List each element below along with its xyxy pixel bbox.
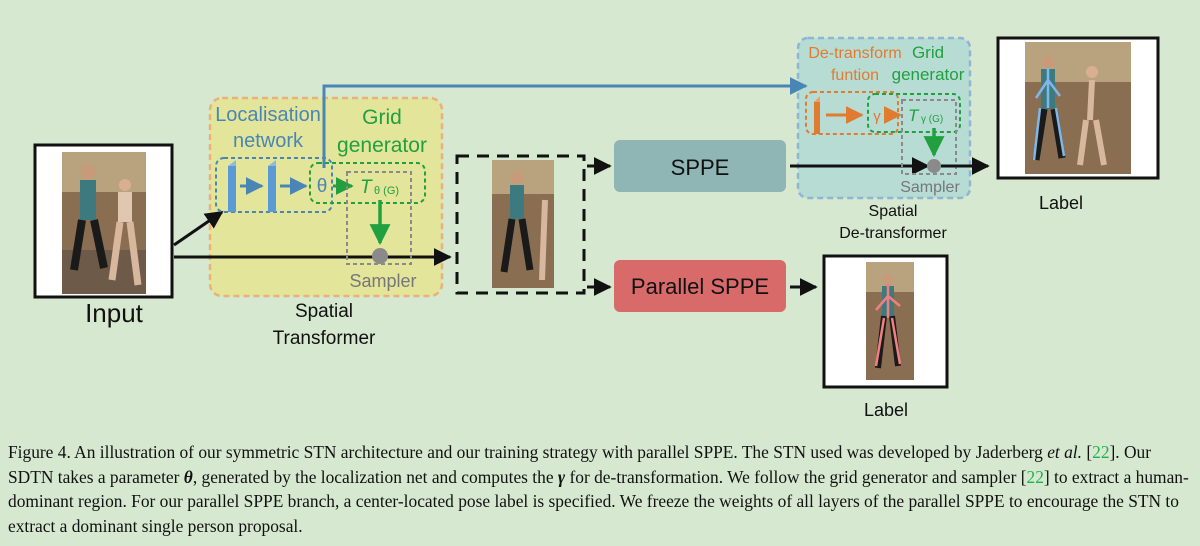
localisation-label-line1: Localisation <box>215 104 321 126</box>
sdt-sampler-dot <box>927 159 941 173</box>
architecture-diagram: Input Localisation network Grid generato… <box>33 36 1160 420</box>
sdt-title-line2: De-transformer <box>839 225 947 242</box>
t-theta-main: T <box>360 177 373 198</box>
bottom-label-image <box>866 262 914 380</box>
figure-caption: Figure 4. An illustration of our symmetr… <box>8 440 1194 538</box>
detransform-layer-front <box>814 102 820 134</box>
st-sampler-dot <box>372 248 388 264</box>
caption-gamma: γ <box>557 466 566 487</box>
gamma-symbol: γ <box>873 108 881 125</box>
detransform-label-line1: De-transform <box>808 45 901 62</box>
st-sampler-box <box>346 171 412 265</box>
theta-symbol: θ <box>317 176 328 197</box>
caption-fig-num: Figure 4. <box>8 442 71 462</box>
st-grid-label-line2: generator <box>337 134 427 157</box>
parallel-sppe-label: Parallel SPPE <box>631 274 769 299</box>
caption-text-3: ]. Our SDTN takes a parameter <box>8 442 1152 487</box>
caption-ref-link-1[interactable]: 22 <box>1092 442 1110 462</box>
caption-etal: et al. <box>1047 442 1082 462</box>
bottom-label-text: Label <box>864 400 908 420</box>
input-image <box>62 152 146 294</box>
detransform-function-box <box>805 91 899 135</box>
sdt-grid-label-line1: Grid <box>912 43 944 62</box>
localisation-layer-1-front <box>228 166 236 212</box>
t-theta-sub: θ (G) <box>374 185 399 197</box>
top-label-image <box>1025 42 1131 174</box>
sdt-title-line1: Spatial <box>869 203 918 220</box>
transformed-region-frame <box>455 154 586 295</box>
caption-text-1: An illustration of our symmetric STN arc… <box>70 442 1048 462</box>
st-grid-label-line1: Grid <box>362 106 402 129</box>
st-sampler-label: Sampler <box>349 271 416 291</box>
sdt-grid-label-line2: generator <box>892 65 965 84</box>
spatial-detransformer-box <box>796 36 972 200</box>
top-label-text: Label <box>1039 193 1083 213</box>
st-title-line2: Transformer <box>273 328 376 349</box>
t-gamma-sub: γ (G) <box>921 114 943 125</box>
sppe-box <box>614 140 786 192</box>
caption-text-5: for de-transformation. We follow the gri… <box>565 466 1027 487</box>
caption-ref-link-2[interactable]: 22 <box>1026 466 1044 487</box>
localisation-layer-2-front <box>268 166 276 212</box>
sdt-sampler-box <box>901 99 957 175</box>
detransform-label-line2: funtion <box>831 67 879 84</box>
parallel-sppe-box <box>614 260 786 312</box>
caption-text-2: [ <box>1081 442 1093 462</box>
spatial-transformer-box <box>208 96 444 298</box>
st-title-line1: Spatial <box>295 301 353 322</box>
sdt-grid-generator-box <box>867 93 961 133</box>
input-label: Input <box>85 298 144 328</box>
st-grid-generator-box <box>309 162 426 204</box>
caption-text-6: ] to extract a human-dominant region. Fo… <box>8 466 1189 536</box>
t-gamma-main: T <box>908 106 920 125</box>
sdt-sampler-label: Sampler <box>900 179 960 196</box>
transformed-region-image <box>492 160 554 288</box>
localisation-label-line2: network <box>233 130 304 152</box>
caption-text-4: , generated by the localization net and … <box>192 466 558 487</box>
sppe-label: SPPE <box>671 155 730 180</box>
arrow-theta-to-detransform <box>322 77 808 168</box>
arrow-input-to-localisation <box>173 210 224 247</box>
caption-theta: θ <box>183 466 193 487</box>
